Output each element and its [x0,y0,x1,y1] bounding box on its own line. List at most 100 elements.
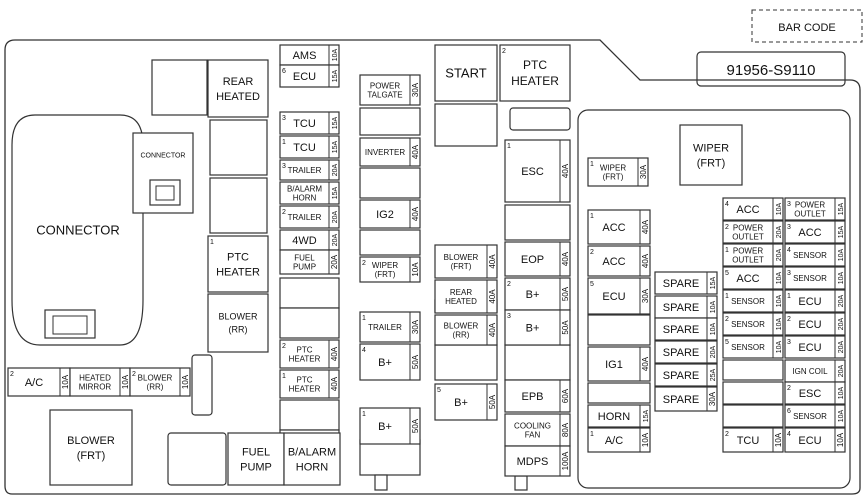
fuse-label-sensor: SENSOR [793,412,827,421]
fuse-outline [654,340,718,364]
fuse-number: 2 [787,385,791,392]
fuse-rating: 10A [836,432,845,447]
small-connector-latch [155,185,175,201]
empty-fuse-socket [587,382,651,404]
ptc-heater-top-outline [499,44,571,102]
fuse-rating: 40A [330,346,339,361]
fuse-outline [784,197,846,221]
fuse-outline [784,381,846,405]
fuse-number: 5 [725,339,729,346]
fuse-label-talgate: TALGATE [367,90,402,99]
relay-label-rr: (RR) [229,325,248,335]
connector-latch [52,315,88,335]
relay-label-ptc: PTC [227,251,249,263]
fuse-label-cooling: COOLING [514,421,551,430]
fuse-number: 1 [725,247,729,254]
fuse-label-ptc: PTC [297,375,313,384]
fuse-outline [722,312,784,336]
fuse-label-tcu: TCU [293,142,316,154]
empty-relay-socket [209,119,268,176]
fuse-outline [279,181,340,205]
fuse-label-b-alarm: B/ALARM [287,184,322,193]
fuse-number: 2 [132,371,136,378]
fuse-rating: 40A [641,219,650,234]
fuse-rating: 10A [776,317,783,330]
fuse-rating: 20A [838,294,845,307]
empty-fuse-socket [359,167,421,199]
relay-number: 1 [210,239,214,246]
fuse-outline [784,312,846,336]
fuse-number: 2 [725,224,729,231]
empty-fuse-socket [504,204,571,241]
fuse-rating: 10A [181,374,190,389]
fuse-blower-rr: BLOWER(RR)40A [434,314,498,346]
fuel-pump-relay-outline [227,432,285,486]
relay-label-rear: REAR [223,76,254,88]
fuse-label-power: POWER [370,81,400,90]
fuse-b-plus-1: 1B+50A [359,407,421,445]
empty-fuse-socket [279,277,340,309]
fuse-rating: 40A [411,206,420,221]
relay-label-heated: HEATED [216,91,260,103]
fuse-number: 1 [787,293,791,300]
relay-label-heater: HEATER [511,74,559,88]
fuse-number: 6 [787,408,791,415]
relay-label-blower: BLOWER [218,312,258,322]
relay-label-heater: HEATER [216,266,260,278]
fuse-label-b: B+ [526,322,540,334]
fuse-rating: 20A [838,317,845,330]
fuse-rating: 80A [561,422,570,437]
relay-label-fuel: FUEL [242,446,270,458]
fuse-number: 2 [590,249,594,256]
fuse-rating: 15A [838,202,845,215]
fuse-label-ig2: IG2 [376,209,394,221]
fuse-number: 2 [725,431,729,438]
fuse-rating: 10A [838,409,845,422]
fuse-label-ecu: ECU [798,342,821,354]
fuse-label-inverter: INVERTER [365,148,406,157]
fuse-outline [784,404,846,428]
fuse-outline [784,220,846,244]
fuse-label-power: POWER [733,246,763,255]
fuse-number: 3 [282,115,286,122]
fuse-number: 3 [507,313,511,320]
relay-label-connector: CONNECTOR [141,152,186,159]
fuse-rating: 20A [332,163,339,176]
fuse-rating: 50A [561,320,570,335]
fuse-label-tcu: TCU [737,435,760,447]
fuse-number: 2 [507,281,511,288]
fuse-label-ign-coil: IGN COIL [792,367,828,376]
fuse-label-trailer: TRAILER [288,213,322,222]
fuse-rating: 40A [488,254,497,269]
fuse-rating: 50A [411,418,420,433]
empty-fuse-socket [722,381,784,405]
fuse-rating: 40A [411,144,420,159]
fuse-number: 1 [590,161,594,168]
fuse-outline [722,289,784,313]
fuse-outline [784,243,846,267]
fuse-outline [722,220,784,244]
relay-number: 2 [502,48,506,55]
empty-relay-socket [167,432,227,486]
fuse-number: 2 [10,371,14,378]
fuse-label-heated: HEATED [445,297,477,306]
fuse-outline [722,243,784,267]
start-relay-outline [434,44,498,102]
blower-frt-relay-outline [49,409,133,486]
empty-fuse-socket [509,107,571,131]
fuse-label-fan: FAN [525,430,541,439]
fuse-outline [784,289,846,313]
empty-fuse-socket [722,404,784,428]
fuse-number: 3 [787,270,791,277]
fuse-outline [279,205,340,229]
fuse-outline [504,445,571,477]
